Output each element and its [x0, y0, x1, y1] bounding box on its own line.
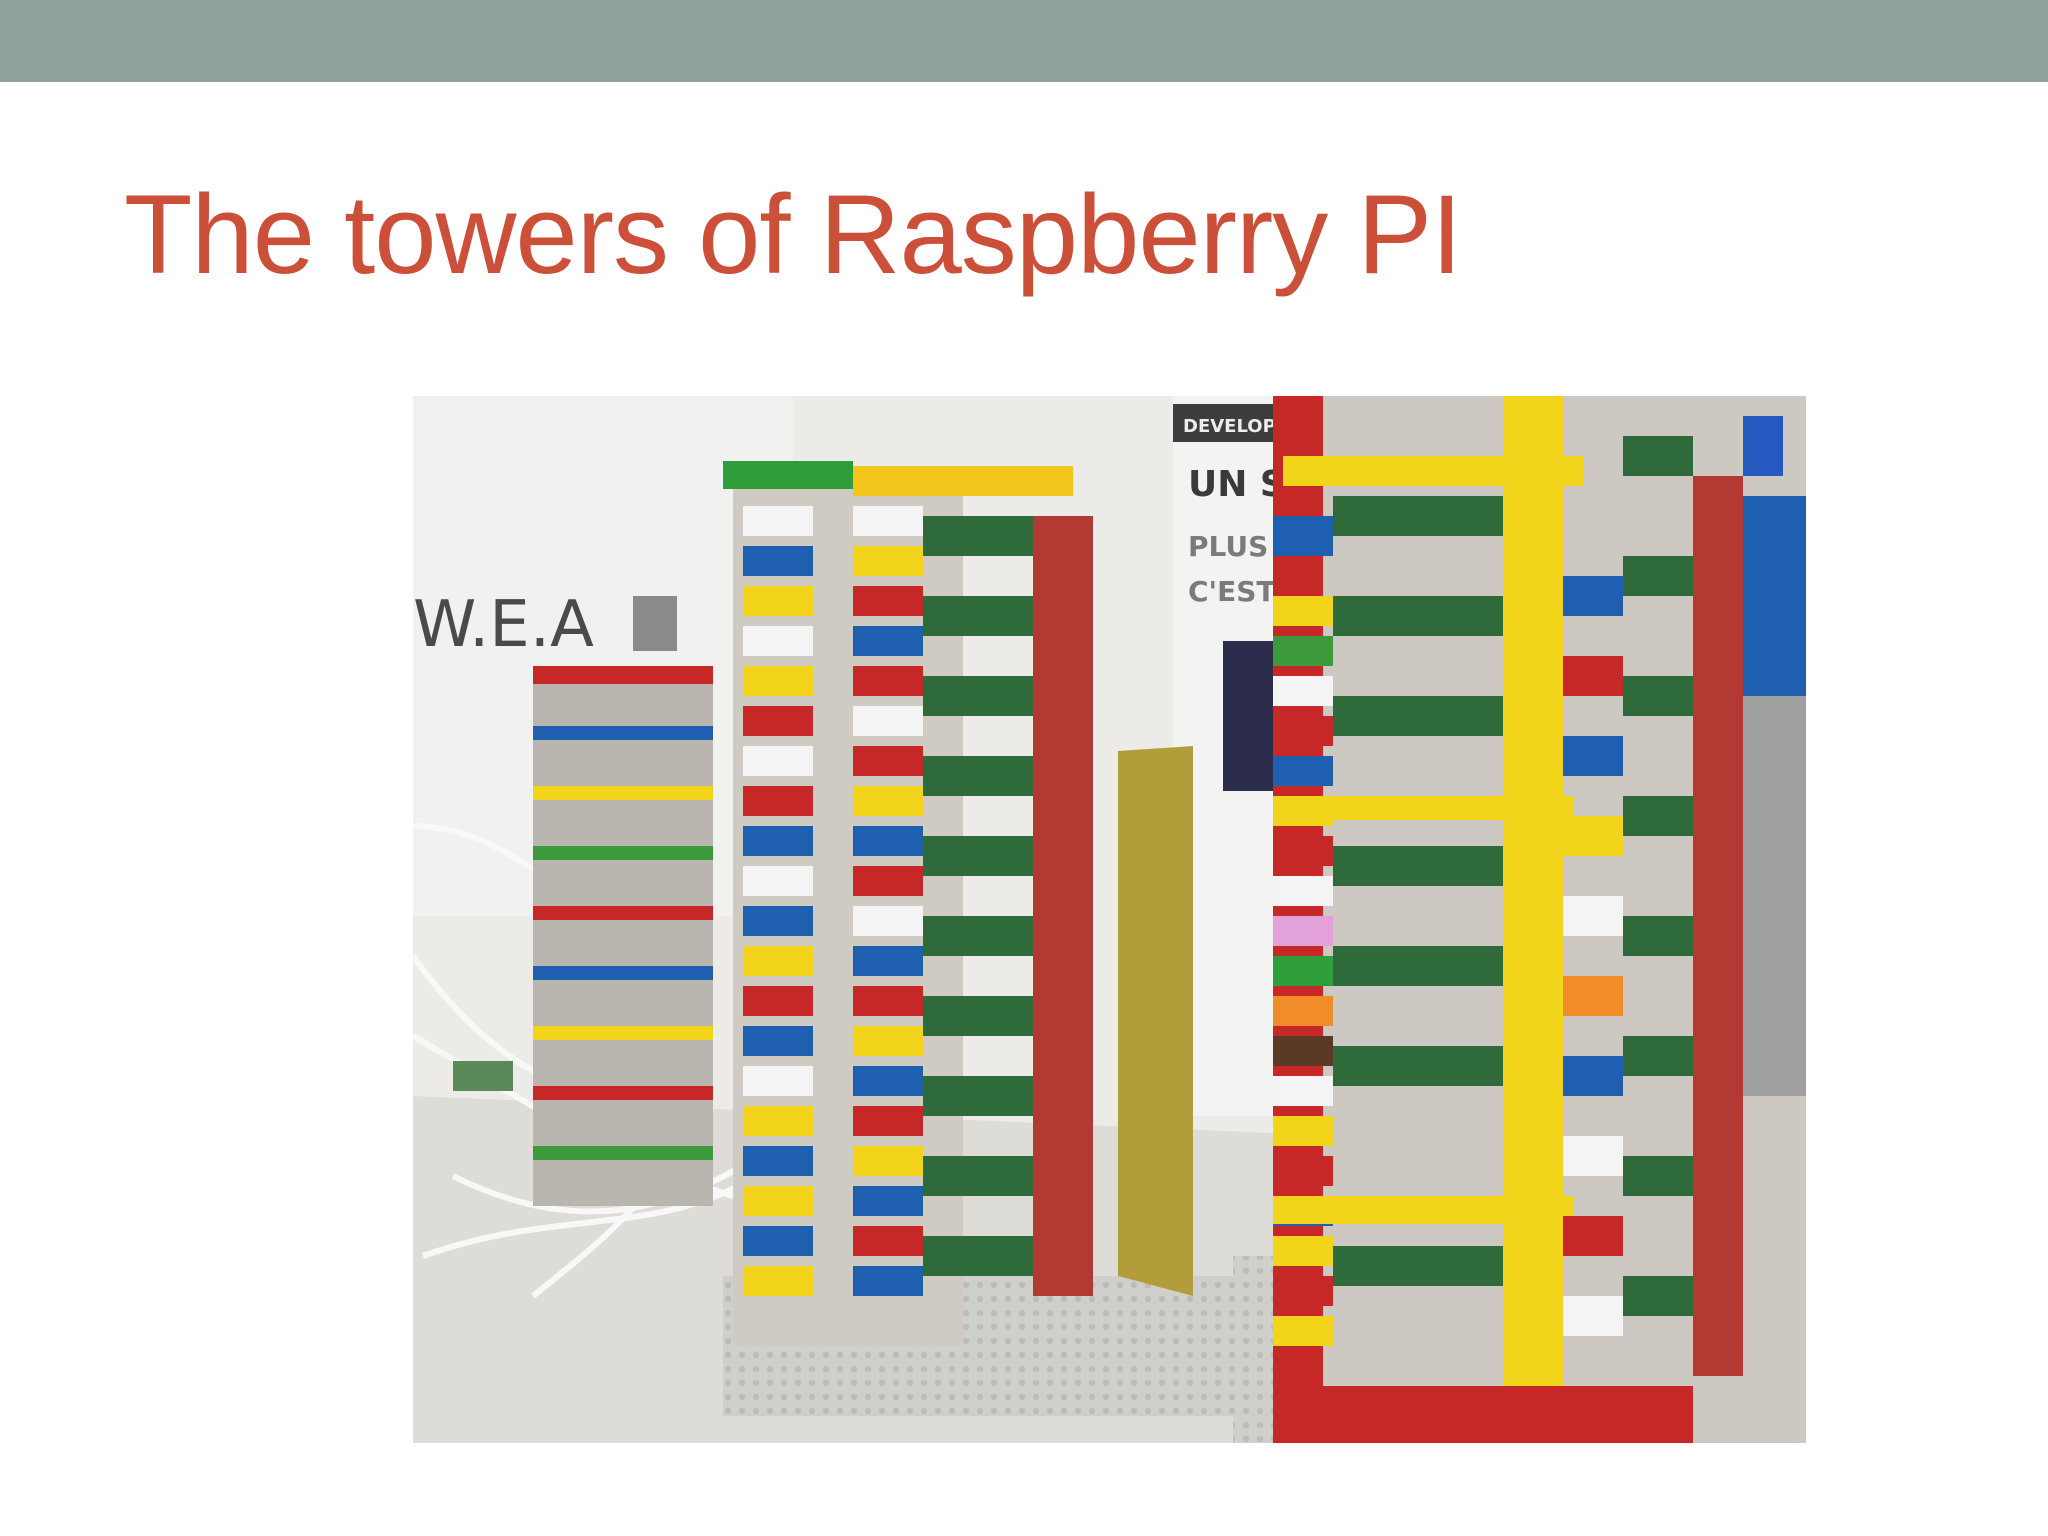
poster-logo: W.E.A [413, 588, 594, 662]
back-tower [453, 666, 713, 1206]
qr-code [633, 596, 677, 651]
slide-header-bar [0, 0, 2048, 82]
poster-line-3: C'EST [1188, 575, 1276, 608]
yellow-lego-plate [1118, 746, 1193, 1296]
raspberry-pi-towers-photo: DEVELOPP UN SY PLUS PE C'EST W.E.A An yz… [413, 396, 1806, 1443]
middle-tower [723, 461, 1093, 1346]
photo-illustration: DEVELOPP UN SY PLUS PE C'EST W.E.A An yz… [413, 396, 1806, 1443]
poster-header-text: DEVELOPP [1183, 416, 1289, 437]
front-tower [1273, 396, 1806, 1443]
slide-title: The towers of Raspberry PI [124, 172, 1462, 297]
